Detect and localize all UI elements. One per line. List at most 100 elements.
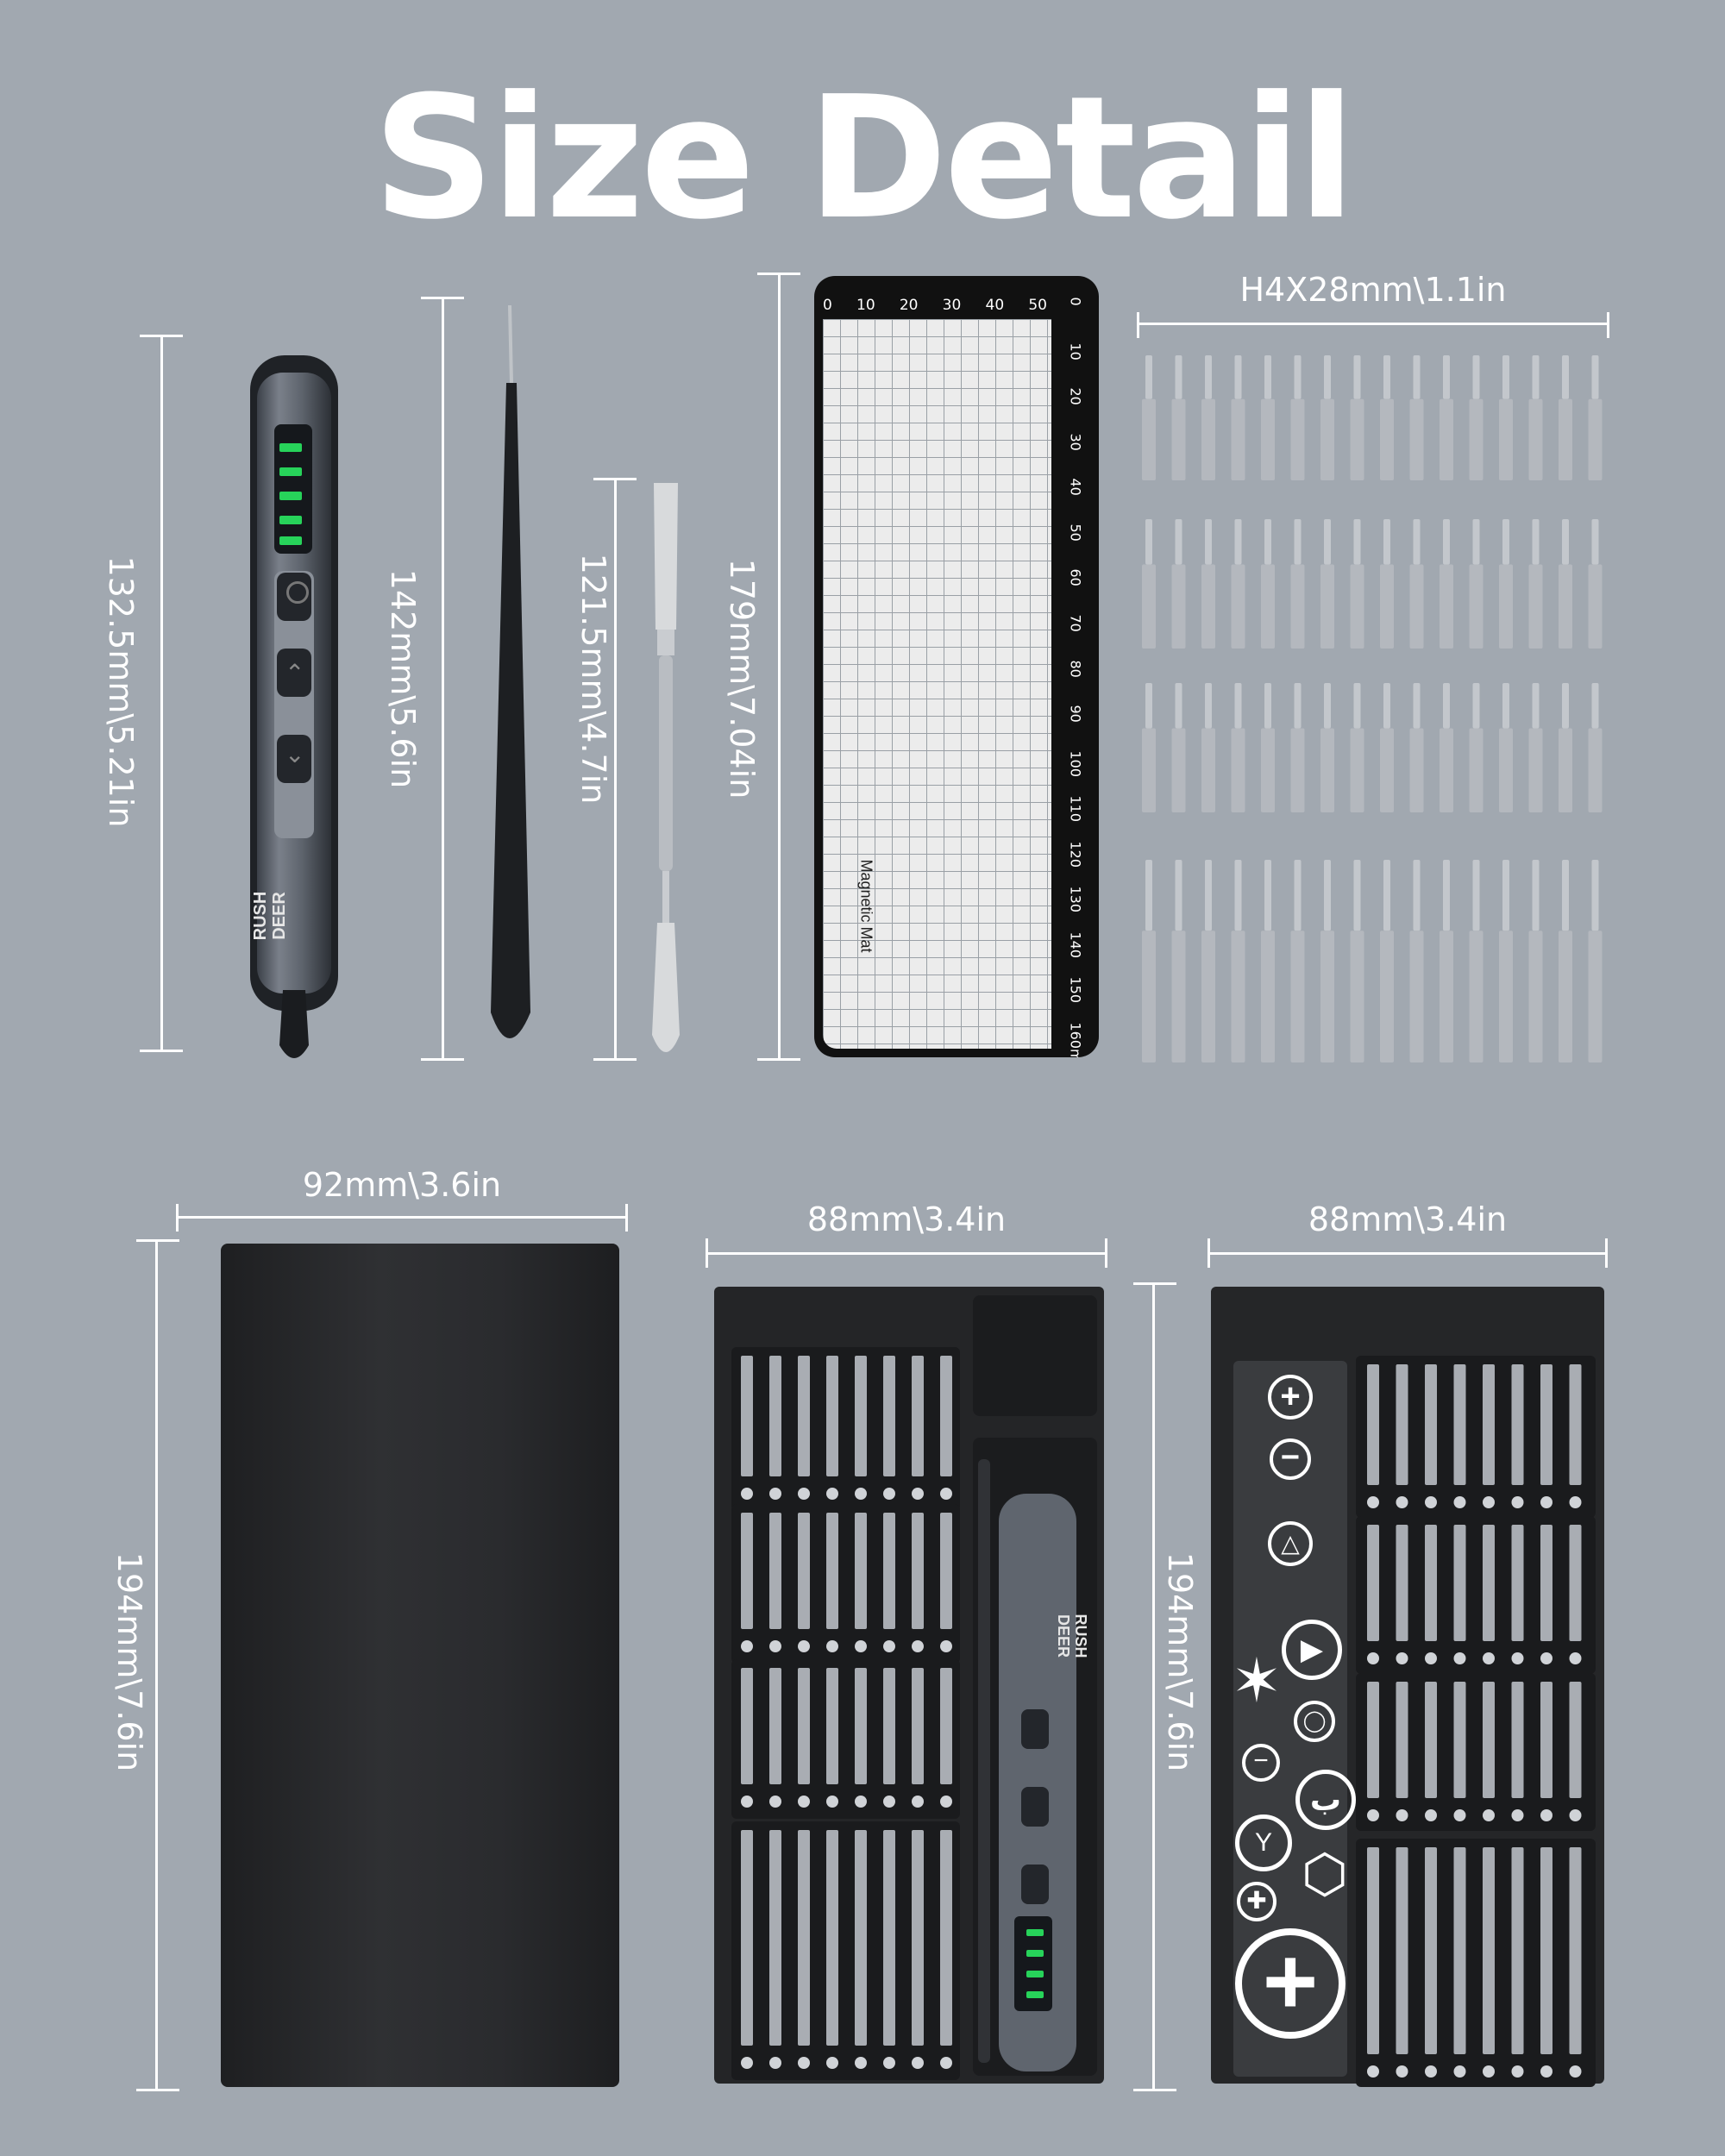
mat-height-label: 179mm\7.04in	[723, 558, 761, 799]
open-case-width-label: 88mm\3.4in	[806, 1200, 1007, 1238]
bit-tip	[1532, 683, 1540, 729]
case-bit	[826, 1356, 838, 1476]
bit-tip	[1413, 860, 1421, 931]
tray-bit	[1396, 1525, 1408, 1641]
slotted-small-icon: −	[1242, 1744, 1280, 1782]
tray-bit-marker	[1540, 1809, 1552, 1821]
case-bit	[940, 1668, 952, 1784]
tray-row-slot	[1356, 1839, 1596, 2087]
bit-shank	[1528, 931, 1543, 1062]
bit-marker	[883, 1640, 895, 1652]
tray-bit	[1540, 1847, 1552, 2054]
tray-bit	[1367, 1847, 1379, 2054]
pentalobe-icon: ب	[1295, 1770, 1356, 1830]
tray-bit-marker	[1453, 1496, 1466, 1508]
tray-bit	[1540, 1364, 1552, 1485]
case-width-label: 92mm\3.6in	[302, 1166, 502, 1204]
bit-tip	[1443, 683, 1450, 729]
bit-tip	[1562, 355, 1569, 399]
bit-tip	[1532, 519, 1540, 565]
bit-tip	[1145, 683, 1152, 729]
bit-tip	[1264, 683, 1271, 729]
tray-bit-marker	[1425, 1809, 1437, 1821]
bit-tip	[1324, 860, 1331, 931]
bit-marker	[769, 2057, 781, 2069]
tray-bit	[1483, 1364, 1495, 1485]
bit-tip	[1353, 860, 1361, 931]
tray-bit-marker	[1569, 1652, 1582, 1664]
bit-tip	[1472, 683, 1480, 729]
bit-marker	[741, 2057, 753, 2069]
bit-tip	[1234, 519, 1242, 565]
bit-marker	[855, 1796, 867, 1808]
bit-shank	[1290, 931, 1305, 1062]
case-bit	[826, 1513, 838, 1629]
tray-bit	[1511, 1364, 1524, 1485]
bit-row-slot	[731, 1821, 960, 2080]
bit-shank	[1350, 564, 1364, 649]
tray-bit-marker	[1396, 1496, 1408, 1508]
case-screwdriver-button	[1021, 1787, 1049, 1827]
bit-marker	[798, 1488, 810, 1500]
case-bit	[855, 1513, 867, 1629]
bit-shank	[1261, 564, 1275, 649]
mat-grid	[823, 319, 1051, 1049]
bit-shank	[1499, 398, 1513, 480]
case-bit	[855, 1668, 867, 1784]
bit-marker	[940, 1488, 952, 1500]
tray-bit-marker	[1396, 1652, 1408, 1664]
bit-shank	[1559, 564, 1572, 649]
bit-tip	[1294, 519, 1302, 565]
tray-bit-marker	[1425, 1496, 1437, 1508]
hex-socket-icon: ◯	[1294, 1701, 1335, 1742]
tray-bit-marker	[1540, 2065, 1552, 2078]
tray-row-slot	[1356, 1673, 1596, 1831]
bit-tip	[1264, 355, 1271, 399]
tray-bit	[1425, 1682, 1437, 1798]
bit-tip	[1175, 355, 1182, 399]
tray-bit	[1483, 1525, 1495, 1641]
pry-tool	[649, 483, 683, 1061]
bit-shank	[1231, 728, 1245, 812]
tray-bit-marker	[1367, 1652, 1379, 1664]
tray-bit-marker	[1483, 1809, 1495, 1821]
bit-marker	[940, 1796, 952, 1808]
bit-shank	[1261, 728, 1275, 812]
case-tweezers	[978, 1459, 990, 2063]
bit-marker	[798, 2057, 810, 2069]
bit-tip	[1324, 355, 1331, 399]
bit-tip	[1413, 355, 1421, 399]
tray-bit	[1483, 1682, 1495, 1798]
case-led	[1026, 1950, 1044, 1957]
tray-bit-marker	[1425, 2065, 1437, 2078]
bit-tip	[1205, 683, 1212, 729]
case-bit	[798, 1513, 810, 1629]
tray-bit	[1396, 1364, 1408, 1485]
bit-tip	[1472, 860, 1480, 931]
tray-bit-marker	[1425, 1652, 1437, 1664]
bit-marker	[912, 1796, 924, 1808]
bit-tip	[1294, 860, 1302, 931]
tray-bit-marker	[1511, 1496, 1524, 1508]
tray-bit-marker	[1483, 2065, 1495, 2078]
case-bit	[769, 1513, 781, 1629]
case-bit	[769, 1830, 781, 2046]
bit-shank	[1588, 728, 1603, 812]
bit-tip	[1591, 683, 1599, 729]
bit-row-slot	[731, 1504, 960, 1664]
bit-marker	[769, 1640, 781, 1652]
bit-shank	[1290, 398, 1305, 480]
bit-tip	[1413, 519, 1421, 565]
bit-shank	[1350, 931, 1364, 1062]
tray-bit	[1569, 1525, 1582, 1641]
bit-shank	[1320, 728, 1334, 812]
bit-row-slot	[731, 1659, 960, 1819]
case-bit	[741, 1830, 753, 2046]
bit-shank	[1380, 931, 1394, 1062]
case-bit	[883, 1513, 895, 1629]
bit-shank	[1231, 398, 1245, 480]
tray-bit-marker	[1540, 1652, 1552, 1664]
